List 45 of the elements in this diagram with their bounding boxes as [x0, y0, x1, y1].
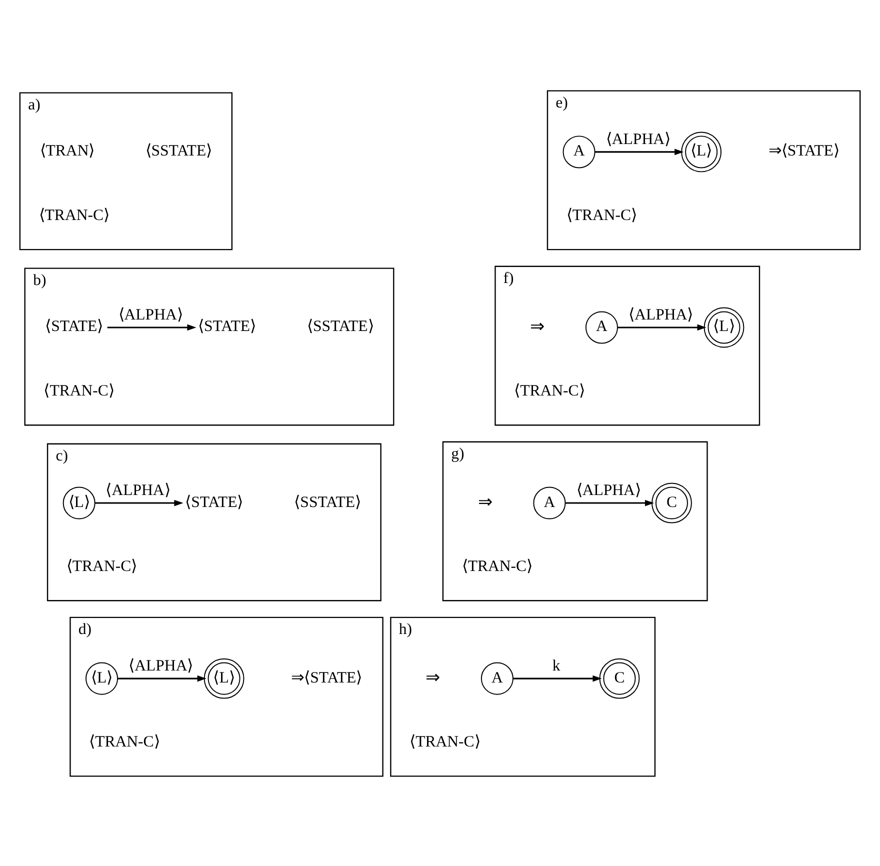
edge-label: ⟨ALPHA⟩	[576, 481, 641, 498]
node-text: ⟨SSTATE⟩	[307, 318, 374, 335]
node-text: ⟨TRAN-C⟩	[66, 557, 138, 574]
node-circle: ⟨L⟩	[62, 486, 96, 519]
edge-label: k	[552, 656, 560, 674]
node-circle: ⟨L⟩	[86, 662, 118, 694]
node-circle: C	[599, 658, 640, 698]
node-text: ⟨SSTATE⟩	[145, 142, 212, 160]
node-circle: ⟨L⟩	[704, 306, 744, 348]
edge-label: ⟨ALPHA⟩	[106, 481, 170, 498]
node-text: ⟨TRAN-C⟩	[514, 382, 585, 399]
node-circle: ⟨L⟩	[204, 658, 244, 698]
node-circle: C	[652, 482, 692, 523]
node-circle: A	[480, 662, 514, 694]
node-text: ⟨TRAN⟩	[40, 142, 95, 160]
node-circle: A	[533, 486, 566, 519]
edge-label: ⟨ALPHA⟩	[128, 656, 194, 674]
node-circle: A	[562, 135, 596, 168]
node-text: ⟨TRAN-C⟩	[44, 382, 114, 399]
node-text: ⟨TRAN-C⟩	[38, 206, 110, 224]
node-text: ⟨TRAN-C⟩	[566, 206, 638, 224]
node-label: ⇒	[426, 666, 441, 686]
node-circle: A	[585, 310, 618, 344]
edge-label: ⟨ALPHA⟩	[606, 130, 670, 148]
arrow	[595, 148, 684, 155]
arrow	[565, 499, 654, 506]
node-label: ⇒	[530, 315, 546, 336]
node-text: ⟨STATE⟩	[185, 493, 244, 510]
node-text: ⟨TRAN-C⟩	[410, 732, 480, 750]
edge-label: ⟨ALPHA⟩	[628, 306, 694, 323]
node-text: ⟨STATE⟩	[45, 318, 104, 335]
arrow	[118, 674, 206, 682]
edge-label: ⟨ALPHA⟩	[118, 306, 183, 323]
node-text: ⇒⟨STATE⟩	[291, 668, 362, 686]
arrow	[513, 674, 602, 682]
arrow	[107, 324, 196, 330]
arrow	[618, 324, 706, 330]
node-text: ⇒⟨STATE⟩	[768, 142, 840, 160]
node-text: ⟨TRAN-C⟩	[89, 732, 160, 750]
arrow	[95, 499, 184, 506]
node-circle: ⟨L⟩	[681, 131, 722, 172]
node-text: ⟨SSTATE⟩	[294, 493, 361, 510]
node-text: ⟨STATE⟩	[198, 318, 256, 335]
node-label: ⇒	[478, 490, 493, 511]
node-text: ⟨TRAN-C⟩	[462, 557, 533, 574]
